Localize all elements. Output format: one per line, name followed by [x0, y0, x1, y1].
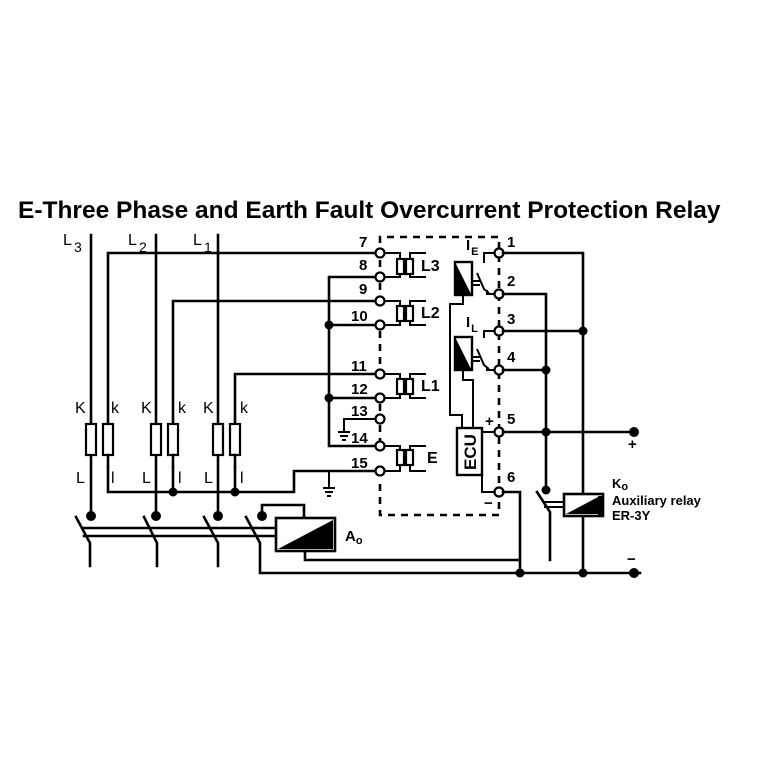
ct-label-k: k: [240, 400, 249, 417]
junction-dot: [324, 393, 334, 403]
ct-label-k: k: [111, 400, 120, 417]
supply-plus-terminal: [629, 427, 639, 437]
wire-6-minus: [501, 490, 522, 575]
aux-relay-name: Ko: [612, 476, 628, 493]
wire-1-to-bus: [501, 251, 585, 575]
ct-resistor-l3-secondary: [101, 422, 115, 457]
shunt-trip-label: Ao: [345, 528, 363, 547]
junction-dot: [578, 326, 588, 336]
junction-dot: [541, 365, 551, 375]
earth-fault-element: [453, 252, 499, 297]
terminal-9: 9: [359, 281, 367, 298]
terminal-10: 10: [351, 308, 368, 325]
ecu-block: [455, 426, 484, 477]
ct-resistor-l1-primary: [211, 422, 225, 457]
supply-plus-label: +: [628, 436, 637, 453]
overcurrent-label: IL: [466, 314, 478, 335]
coil-label-e: E: [427, 450, 438, 467]
terminal-11: 11: [351, 358, 367, 375]
ct-label-l: l: [111, 470, 115, 487]
junction-dot: [578, 568, 588, 578]
supply-minus-label: −: [627, 551, 636, 568]
terminal-8: 8: [359, 257, 367, 274]
svg-text:1: 1: [204, 239, 212, 255]
diagram-title: E-Three Phase and Earth Fault Overcurren…: [18, 197, 721, 224]
input-coil-l2: [380, 300, 426, 326]
svg-text:L: L: [63, 232, 72, 249]
shunt-trip-coil: [260, 503, 522, 562]
input-coil-l3: [380, 252, 426, 278]
terminal-5: 5: [507, 411, 515, 428]
earth-fault-label: IE: [466, 237, 479, 258]
junction-dot: [515, 568, 525, 578]
relay-enclosure: [378, 235, 501, 517]
coil-label-l2: L2: [421, 305, 440, 322]
terminal-1: 1: [507, 234, 515, 251]
input-coil-l1: [380, 373, 426, 399]
circuit-breaker: [74, 511, 642, 575]
junction-dot: [541, 427, 551, 437]
ct-label-K: K: [141, 400, 152, 417]
svg-text:L: L: [128, 232, 137, 249]
svg-text:2: 2: [139, 239, 147, 255]
earth-icon: [338, 431, 350, 441]
terminal-13: 13: [351, 403, 368, 420]
ct-label-L: L: [76, 470, 85, 487]
supply-minus-terminal: [629, 568, 639, 578]
svg-text:L: L: [193, 232, 202, 249]
junction-dot: [324, 320, 334, 330]
ct-wire-l3-to-7: [106, 251, 382, 427]
ct-label-L: L: [142, 470, 151, 487]
il-to-ecu-wire: [462, 370, 474, 428]
terminal-2: 2: [507, 273, 515, 290]
ct-resistor-l2-secondary: [166, 422, 180, 457]
terminal-7: 7: [359, 234, 367, 251]
ct-return-bus-to-15: [106, 465, 382, 494]
ct-label-L: L: [204, 470, 213, 487]
ct-label-K: K: [203, 400, 214, 417]
input-coil-e: [380, 445, 426, 472]
ecu-to-6: [481, 462, 499, 493]
ct-resistor-l3-primary: [84, 422, 98, 457]
overcurrent-element: [453, 330, 499, 372]
earth-icon: [323, 487, 335, 497]
ecu-minus: −: [484, 495, 493, 512]
ct-label-k: k: [178, 400, 187, 417]
ct-resistor-l1-secondary: [228, 422, 242, 457]
ct-label-l: l: [240, 470, 244, 487]
coil-label-l1: L1: [421, 378, 440, 395]
wire-13-earth: [343, 418, 380, 432]
terminal-12: 12: [351, 381, 368, 398]
phase-label-l3: L 3: [63, 232, 82, 255]
terminal-14: 14: [351, 430, 368, 447]
terminal-4: 4: [507, 349, 516, 366]
phase-label-l2: L 2: [128, 232, 147, 255]
wire-2-to-aux: [501, 292, 548, 492]
current-transformers: [84, 422, 242, 457]
output-terminals: [493, 247, 505, 498]
terminal-6: 6: [507, 469, 515, 486]
ct-wire-l1-to-11: [233, 372, 382, 427]
ct-resistor-l2-primary: [149, 422, 163, 457]
ecu-label: ECU: [461, 434, 480, 470]
phase-label-l1: L 1: [193, 232, 212, 255]
ecu-plus: +: [485, 413, 494, 430]
ie-to-ecu-wire: [449, 295, 464, 428]
common-return-bus: [327, 275, 382, 448]
terminal-3: 3: [507, 311, 515, 328]
aux-relay: [535, 485, 605, 562]
terminal-15: 15: [351, 455, 368, 472]
aux-relay-desc: Auxiliary relay: [612, 493, 702, 508]
ct-label-l: l: [178, 470, 182, 487]
svg-text:3: 3: [74, 239, 82, 255]
coil-label-l3: L3: [421, 258, 440, 275]
ct-label-K: K: [75, 400, 86, 417]
ct-wire-l2-to-9: [171, 299, 382, 427]
input-terminals: [374, 247, 386, 477]
aux-relay-model: ER-3Y: [612, 508, 651, 523]
